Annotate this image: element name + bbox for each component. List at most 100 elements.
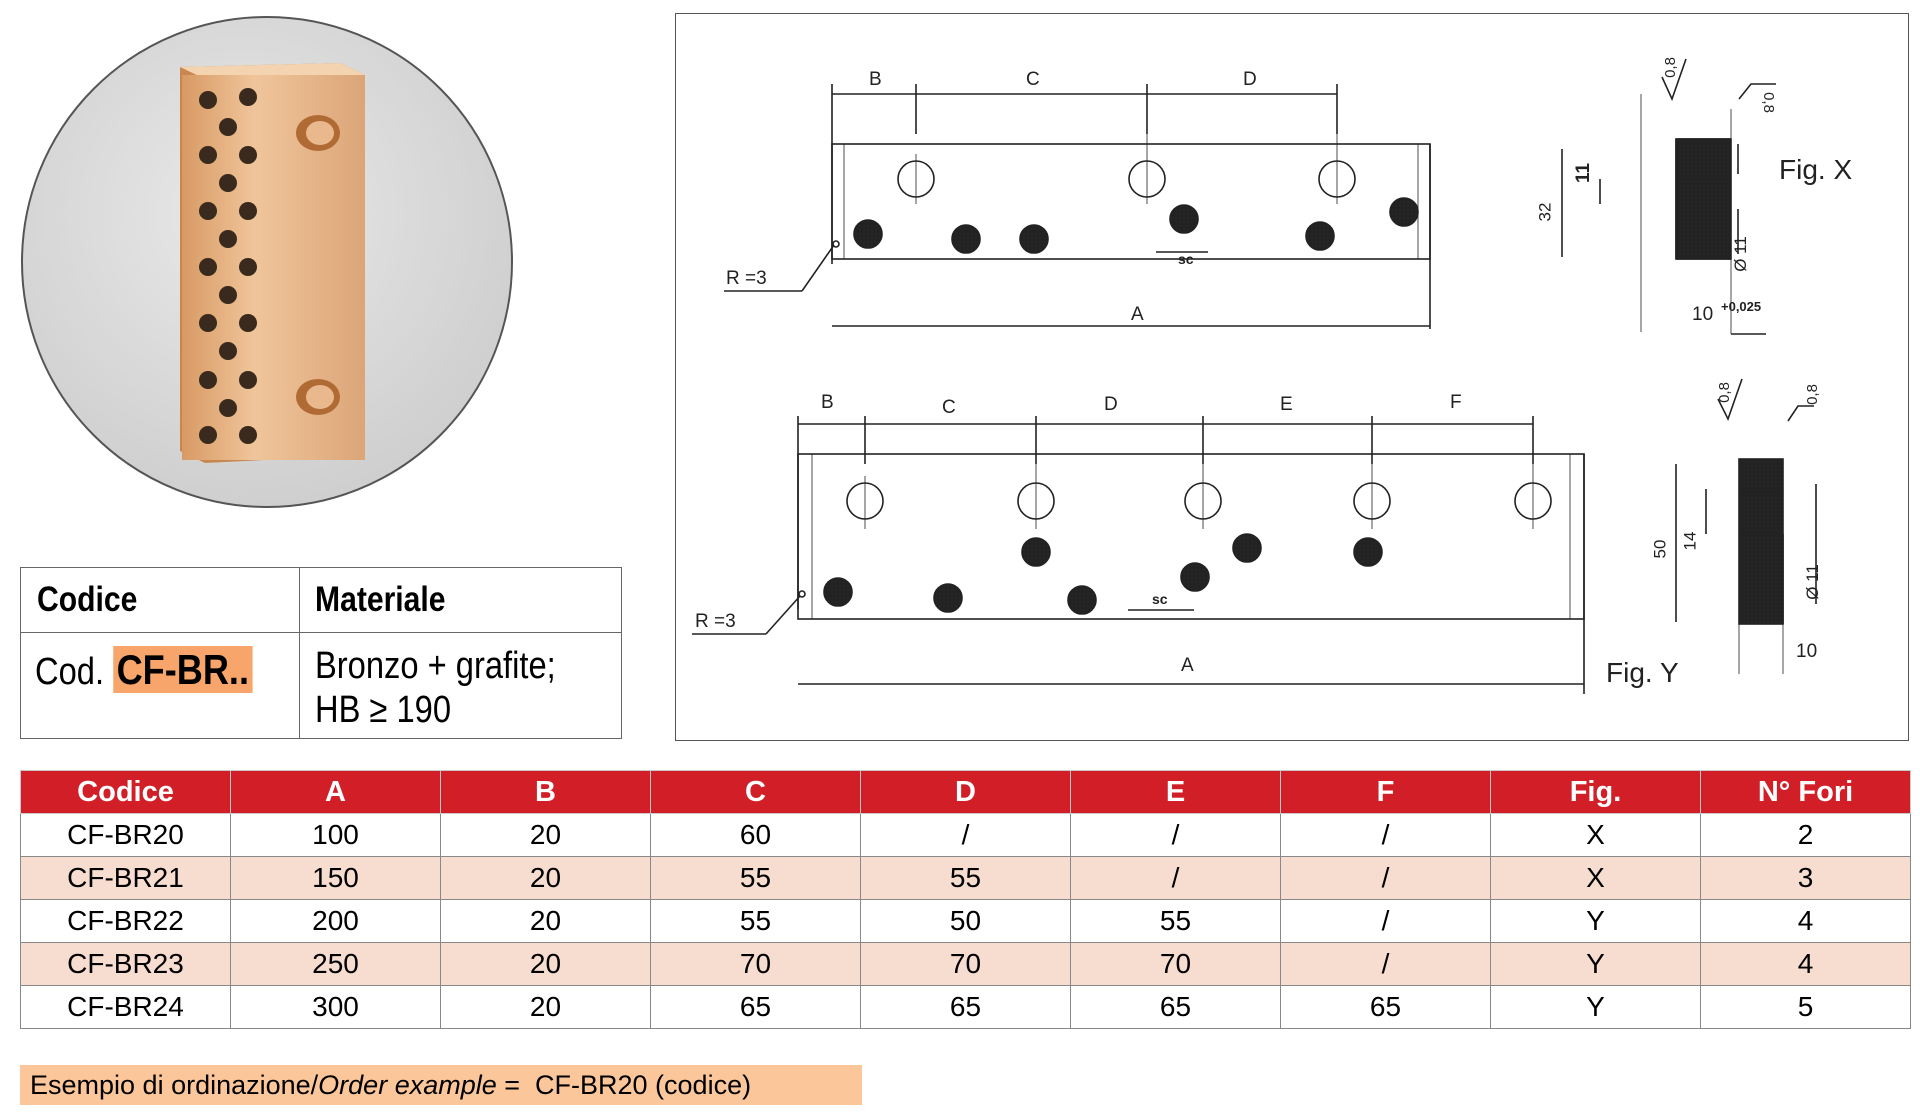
fig-x-hole-dia: Ø 11	[1730, 236, 1750, 272]
table-cell: 20	[440, 985, 651, 1029]
table-cell: CF-BR23	[20, 942, 231, 986]
table-row: CF-BR20 100 20 60 / / / X 2	[20, 813, 1911, 857]
table-cell: 20	[440, 899, 651, 943]
table-cell: 300	[230, 985, 441, 1029]
fig-x-labels: B C D A R =3 sc Fig. X 0,8 0,8 32 11 Ø 1…	[676, 14, 1908, 740]
table-cell: 55	[860, 856, 1071, 900]
table-cell: X	[1490, 856, 1701, 900]
material-line-2: HB ≥ 190	[315, 689, 452, 731]
table-cell: 50	[860, 899, 1071, 943]
technical-drawing: B C D A R =3 sc Fig. X 0,8 0,8 32 11 Ø 1…	[675, 13, 1909, 741]
table-cell: 200	[230, 899, 441, 943]
table-cell: 55	[1070, 899, 1281, 943]
material-line-1: Bronzo + grafite;	[315, 645, 556, 687]
table-cell: /	[860, 813, 1071, 857]
table-cell: /	[1280, 942, 1491, 986]
table-cell: X	[1490, 813, 1701, 857]
table-cell: 250	[230, 942, 441, 986]
code-prefix: Cod.	[35, 651, 105, 693]
table-row: CF-BR24 300 20 65 65 65 65 Y 5	[20, 985, 1911, 1029]
table-cell: /	[1280, 813, 1491, 857]
fig-x-thickness: 10	[1692, 304, 1714, 325]
material-info-table: Codice Materiale Cod. CF-BR.. Bronzo + g…	[20, 567, 622, 739]
table-cell: Y	[1490, 899, 1701, 943]
fig-y-sc: sc	[1152, 591, 1168, 607]
fig-x-drawing	[724, 58, 1776, 335]
order-example-italic: Order example	[318, 1070, 497, 1100]
fig-y-radius: R =3	[695, 611, 736, 632]
col-header: N° Fori	[1700, 770, 1911, 814]
fig-y-dim-d: D	[1104, 394, 1118, 415]
order-example-suffix: = CF-BR20 (codice)	[496, 1070, 752, 1100]
table-cell: 100	[230, 813, 441, 857]
table-cell: /	[1280, 856, 1491, 900]
table-cell: /	[1070, 856, 1281, 900]
table-cell: 55	[650, 899, 861, 943]
fig-x-dim-d: D	[1243, 69, 1257, 90]
fig-y-step: 14	[1680, 531, 1700, 551]
table-row: CF-BR23 250 20 70 70 70 / Y 4	[20, 942, 1911, 986]
fig-y-thickness: 10	[1796, 641, 1818, 662]
fig-x-height: 32	[1535, 202, 1555, 222]
fig-y-dim-b: B	[821, 392, 834, 413]
product-photo	[21, 16, 513, 508]
fig-y-label: Fig. Y	[1606, 657, 1679, 688]
code-value: CF-BR..	[113, 646, 253, 693]
fig-x-tolerance: +0,025	[1721, 299, 1762, 314]
table-cell: 65	[650, 985, 861, 1029]
table-cell: Y	[1490, 985, 1701, 1029]
fig-y-dim-a: A	[1181, 655, 1194, 676]
col-header: A	[230, 770, 441, 814]
col-header: C	[650, 770, 861, 814]
col-header: D	[860, 770, 1071, 814]
table-row: CF-BR22 200 20 55 50 55 / Y 4	[20, 899, 1911, 943]
table-cell: 55	[650, 856, 861, 900]
table-cell: 20	[440, 813, 651, 857]
fig-x-roughness-1: 0,8	[1661, 57, 1679, 78]
fig-y-hole-dia: Ø 11	[1802, 564, 1822, 600]
table-cell: 4	[1700, 942, 1911, 986]
fig-x-sc: sc	[1178, 251, 1194, 267]
table-cell: 70	[860, 942, 1071, 986]
table-cell: 70	[1070, 942, 1281, 986]
table-cell: CF-BR22	[20, 899, 231, 943]
fig-y-height: 50	[1650, 539, 1670, 559]
table-header-row: Codice A B C D E F Fig. N° Fori	[20, 770, 1911, 814]
table-cell: 60	[650, 813, 861, 857]
table-cell: /	[1070, 813, 1281, 857]
table-cell: 20	[440, 942, 651, 986]
table-cell: CF-BR24	[20, 985, 231, 1029]
fig-x-radius: R =3	[726, 268, 767, 289]
col-header: Fig.	[1490, 770, 1701, 814]
fig-y-dim-e: E	[1280, 394, 1293, 415]
table-cell: CF-BR21	[20, 856, 231, 900]
table-cell: Y	[1490, 942, 1701, 986]
table-cell: 65	[1280, 985, 1491, 1029]
code-cell: Cod. CF-BR..	[35, 646, 253, 694]
header-materiale: Materiale	[315, 580, 446, 619]
table-row: CF-BR21 150 20 55 55 / / X 3	[20, 856, 1911, 900]
col-header: Codice	[20, 770, 231, 814]
col-header: F	[1280, 770, 1491, 814]
fig-y-dim-f: F	[1450, 392, 1462, 413]
order-example: Esempio di ordinazione/Order example = C…	[20, 1065, 862, 1105]
fig-x-label: Fig. X	[1779, 154, 1853, 185]
bronze-plate	[180, 63, 365, 463]
table-cell: 4	[1700, 899, 1911, 943]
table-cell: 5	[1700, 985, 1911, 1029]
fig-y-drawing	[692, 378, 1817, 694]
product-dimensions-table: Codice A B C D E F Fig. N° Fori CF-BR20 …	[20, 770, 1911, 1029]
fig-x-dim-c: C	[1026, 69, 1040, 90]
table-cell: /	[1280, 899, 1491, 943]
table-cell: 150	[230, 856, 441, 900]
order-example-prefix: Esempio di ordinazione/	[30, 1070, 319, 1100]
fig-x-dim-b: B	[869, 69, 882, 90]
table-cell: CF-BR20	[20, 813, 231, 857]
table-cell: 3	[1700, 856, 1911, 900]
table-cell: 20	[440, 856, 651, 900]
table-cell: 70	[650, 942, 861, 986]
header-codice: Codice	[37, 580, 138, 619]
col-header: B	[440, 770, 651, 814]
col-header: E	[1070, 770, 1281, 814]
fig-y-dim-c: C	[942, 397, 956, 418]
